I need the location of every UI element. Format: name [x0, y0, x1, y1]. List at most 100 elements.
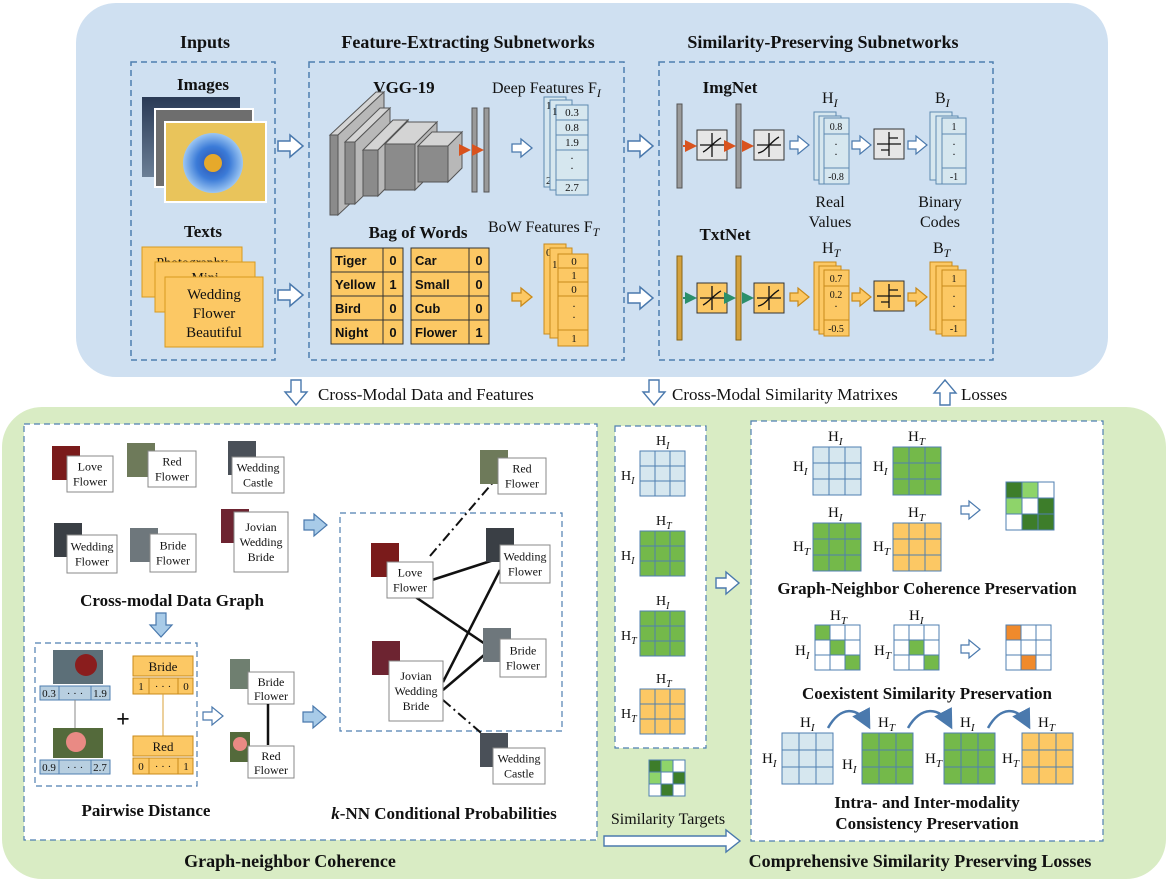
label-text: I — [665, 441, 670, 452]
pairwise-images: 0.3 · · · 1.9 0.9 · · · 2.7 — [39, 650, 111, 775]
arrow-sign-bt — [907, 286, 928, 308]
matrix-axis-label: HT — [656, 514, 673, 532]
matrix-cell — [812, 478, 830, 496]
label-text: I — [970, 722, 976, 734]
label-text: I — [838, 436, 844, 448]
label-text: I — [630, 556, 635, 567]
similarity-box — [658, 61, 994, 361]
target-matrix — [639, 610, 686, 657]
matrix — [781, 732, 834, 785]
label-text: Castle — [243, 476, 273, 490]
coexist-matrix-ht — [814, 624, 861, 671]
matrix-cell — [639, 718, 656, 735]
matrix-cell — [654, 610, 671, 627]
gnc-title: Graph-Neighbor Coherence Preservation — [777, 579, 1077, 598]
matrix-cell — [815, 749, 834, 768]
label-text: H — [1038, 715, 1049, 731]
matrix-axis-label: HT — [908, 429, 926, 448]
matrix-cell — [892, 522, 910, 540]
matrix-cell — [1037, 497, 1055, 515]
matrix-cell — [943, 732, 962, 751]
matrix-cell — [654, 688, 671, 705]
svg-text:1: 1 — [138, 681, 144, 693]
matrix-cell — [943, 766, 962, 785]
matrix-cell — [908, 639, 925, 656]
svg-text:Wedding: Wedding — [187, 287, 241, 303]
label-text: H — [800, 715, 811, 731]
svg-text:· · ·: · · · — [67, 762, 84, 774]
arrow-vgg-features — [511, 137, 534, 159]
label-text: I — [838, 512, 844, 524]
matrix — [892, 522, 942, 572]
matrix-cell — [815, 766, 834, 785]
arrow-down-data-features — [283, 379, 309, 407]
matrix-axis-label: HI — [828, 429, 844, 448]
matrix-cell — [895, 766, 914, 785]
label-text: I — [803, 466, 809, 478]
middle-left-label: Cross-Modal Data and Features — [318, 385, 534, 404]
matrix-cell — [672, 759, 686, 773]
matrix-cell — [895, 749, 914, 768]
matrix-cell — [828, 446, 846, 464]
matrix-cell — [672, 771, 686, 785]
matrix-cell — [908, 478, 926, 496]
matrix-cell — [893, 654, 910, 671]
label-text: 0 — [389, 301, 396, 316]
matrix-cell — [1055, 749, 1074, 768]
label-text: T — [936, 758, 943, 770]
coexist-title: Coexistent Similarity Preservation — [802, 684, 1052, 703]
matrix-cell — [1055, 732, 1074, 751]
svg-text:1: 1 — [571, 333, 577, 345]
arc-arrow — [906, 707, 953, 730]
matrix-cell — [814, 639, 831, 656]
bow-cell — [382, 319, 404, 345]
matrix-cell — [829, 624, 846, 641]
matrix-cell — [639, 560, 656, 577]
matrix-cell — [977, 732, 996, 751]
matrix-cell — [892, 538, 910, 556]
matrix-cell — [828, 478, 846, 496]
svg-text:Flower: Flower — [254, 763, 288, 777]
label-text: H — [878, 715, 889, 731]
matrix-cell — [639, 545, 656, 562]
matrix-cell — [923, 624, 940, 641]
svg-text:0.8: 0.8 — [565, 122, 579, 134]
hi-vector: 0.8 · · -0.8 — [813, 111, 850, 185]
matrix-cell — [892, 446, 910, 464]
images-label: Images — [177, 75, 229, 94]
label-text: H — [621, 549, 631, 564]
imgnet-label: ImgNet — [703, 78, 758, 97]
txtnet-label: TxtNet — [700, 225, 751, 244]
matrix-cell — [924, 446, 942, 464]
matrix-cell — [1005, 624, 1022, 641]
matrix-cell — [798, 749, 817, 768]
label-text: T — [666, 679, 673, 690]
arc-arrow — [826, 707, 871, 730]
label-text: I — [883, 466, 889, 478]
arrow-pairwise-knn — [302, 704, 327, 730]
label-text: Wedding — [503, 550, 546, 564]
svg-text:-1: -1 — [950, 324, 958, 335]
arrow-targets-losses — [603, 828, 742, 854]
matrix-cell — [660, 783, 674, 797]
pairwise-texts: Bride 1 · · · 0 Red 0 · · · 1 — [132, 655, 194, 775]
label-text: I — [810, 722, 816, 734]
bi-vector: 1 · · -1 — [929, 111, 967, 185]
arrow-hi-sign — [851, 134, 872, 156]
matrix-cell — [1005, 481, 1023, 499]
label-text: Wedding — [497, 752, 540, 766]
label-text: I — [852, 764, 858, 776]
label-text: Bride — [403, 699, 430, 713]
matrix-cell — [828, 554, 846, 572]
matrix-cell — [844, 522, 862, 540]
matrix-cell — [1038, 749, 1057, 768]
matrix-axis-label: HI — [909, 608, 925, 627]
label-text: H — [909, 608, 920, 624]
matrix-cell — [669, 465, 686, 482]
label-text: Red — [512, 462, 531, 476]
matrix-axis-label: HI — [795, 643, 811, 662]
matrix-cell — [781, 749, 800, 768]
